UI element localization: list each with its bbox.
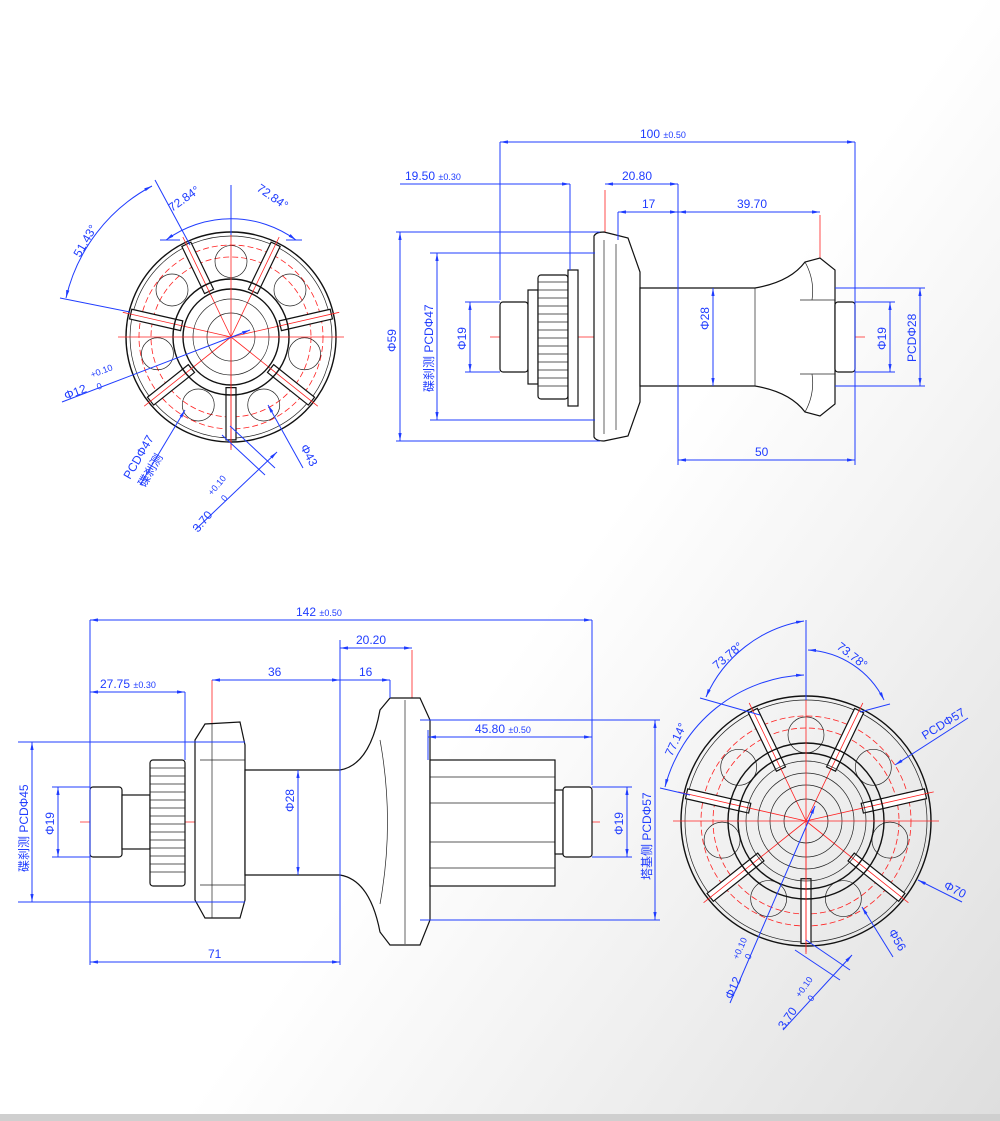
tolerance-lower: 0 <box>743 952 754 961</box>
rear-hub-body <box>89 697 593 946</box>
spoke-lobe <box>141 337 174 371</box>
freehub-length-label: 45.80 ±0.50 <box>475 722 531 736</box>
overall-length-label: 100 ±0.50 <box>640 127 686 141</box>
value: 142 <box>296 605 316 619</box>
dimension-label: 碟刹测 PCDΦ45 <box>17 784 31 872</box>
value: 27.75 <box>100 677 130 691</box>
left-axle-end <box>89 786 123 858</box>
dimension-label: Φ28 <box>283 789 297 812</box>
extension-line <box>699 697 761 716</box>
dimension-label: Φ19 <box>455 327 469 350</box>
overall-length-label: 142 ±0.50 <box>296 605 342 619</box>
tolerance: ±0.30 <box>438 172 460 182</box>
spoke-lobe <box>825 880 862 917</box>
rotor-splines <box>537 274 569 400</box>
left-flange <box>194 721 246 919</box>
freehub-body <box>429 759 556 887</box>
tolerance-lower: 0 <box>805 993 816 1003</box>
dimension-label: 50 <box>755 445 769 459</box>
extension-line <box>59 297 131 313</box>
right-axle-end <box>834 301 856 373</box>
dimension-label: PCDΦ28 <box>905 313 919 362</box>
leader-line <box>894 717 969 766</box>
value: 19.50 <box>405 169 435 183</box>
spoke-lobe <box>273 273 307 307</box>
dimension-label: 16 <box>359 665 373 679</box>
extension-line <box>794 949 841 981</box>
front-hub-body <box>499 231 856 442</box>
dimension-label: Φ28 <box>698 307 712 330</box>
leader-line <box>139 409 186 486</box>
spoke-centerline <box>182 236 232 338</box>
spoke-lobe <box>155 273 189 307</box>
flange-detail <box>603 240 617 434</box>
left-offset-label: 19.50 ±0.30 <box>405 169 461 183</box>
spoke-centerline <box>230 336 319 407</box>
body-detail <box>379 700 406 944</box>
axle-taper <box>121 794 151 850</box>
dimension-label: 17 <box>642 197 656 211</box>
spline-teeth <box>150 767 185 873</box>
tolerance: ±0.50 <box>508 725 530 735</box>
freehub-cap <box>554 789 564 855</box>
lockring <box>527 289 539 385</box>
spoke-lobe <box>854 748 892 786</box>
dimension-label: 碟刹测 PCDΦ47 <box>422 304 436 392</box>
hub-body <box>639 257 836 417</box>
spoke-lobe <box>247 388 281 422</box>
left-flange <box>593 231 641 442</box>
rotor-seat <box>567 269 579 407</box>
rotor-splines <box>149 759 186 887</box>
leader-line <box>729 805 816 1004</box>
leader-line <box>61 329 251 403</box>
dimension-label: 71 <box>208 947 222 961</box>
tolerance-lower: 0 <box>219 493 230 503</box>
dimension-label: Φ19 <box>875 327 889 350</box>
right-axle-end <box>562 786 593 858</box>
spline-teeth <box>538 281 568 387</box>
dimension-label: 塔基侧 PCDΦ57 <box>640 792 654 880</box>
bottom-bar <box>0 1114 1000 1121</box>
dimension-label: 20.20 <box>356 633 386 647</box>
angle-arc <box>664 673 805 788</box>
leader-line <box>267 404 304 469</box>
leader-line <box>194 451 278 531</box>
dimension-label: Φ19 <box>612 812 626 835</box>
extension-line <box>859 703 891 713</box>
tolerance: ±0.30 <box>133 680 155 690</box>
dimension-label: Φ19 <box>43 812 57 835</box>
left-axle-end <box>499 301 529 373</box>
rear-hub-side-view: 142 ±0.50 20.20 36 16 27.75 ±0.30 45.80 … <box>17 605 660 965</box>
extension-line <box>659 787 691 796</box>
flange-detail <box>200 724 245 918</box>
body-detail <box>754 261 835 413</box>
dimension-label: 39.70 <box>737 197 767 211</box>
angle-arc <box>807 648 885 701</box>
spoke-lobe <box>288 337 321 371</box>
front-hub-side-view: 100 ±0.50 19.50 ±0.30 20.80 17 39.70 50 … <box>385 127 925 465</box>
spoke-centerline <box>122 311 232 338</box>
value: 100 <box>640 127 660 141</box>
leader-line <box>782 954 853 1031</box>
spoke-lobe <box>750 880 787 917</box>
leader-line <box>861 906 894 958</box>
value: 45.80 <box>475 722 505 736</box>
tolerance-lower: 0 <box>95 381 103 392</box>
tolerance: ±0.50 <box>663 130 685 140</box>
spoke-centerline <box>143 336 232 407</box>
tolerance: ±0.50 <box>319 608 341 618</box>
spoke-lobe <box>181 388 215 422</box>
angle-arc-51 <box>65 185 153 299</box>
dimension-label: 20.80 <box>622 169 652 183</box>
dimension-label: 36 <box>268 665 282 679</box>
extension-line <box>221 434 266 476</box>
dimension-label: Φ59 <box>385 329 399 352</box>
freehub-splines <box>430 776 555 869</box>
spoke-centerline <box>230 236 280 338</box>
leader-line <box>917 879 963 903</box>
left-offset-label: 27.75 ±0.30 <box>100 677 156 691</box>
